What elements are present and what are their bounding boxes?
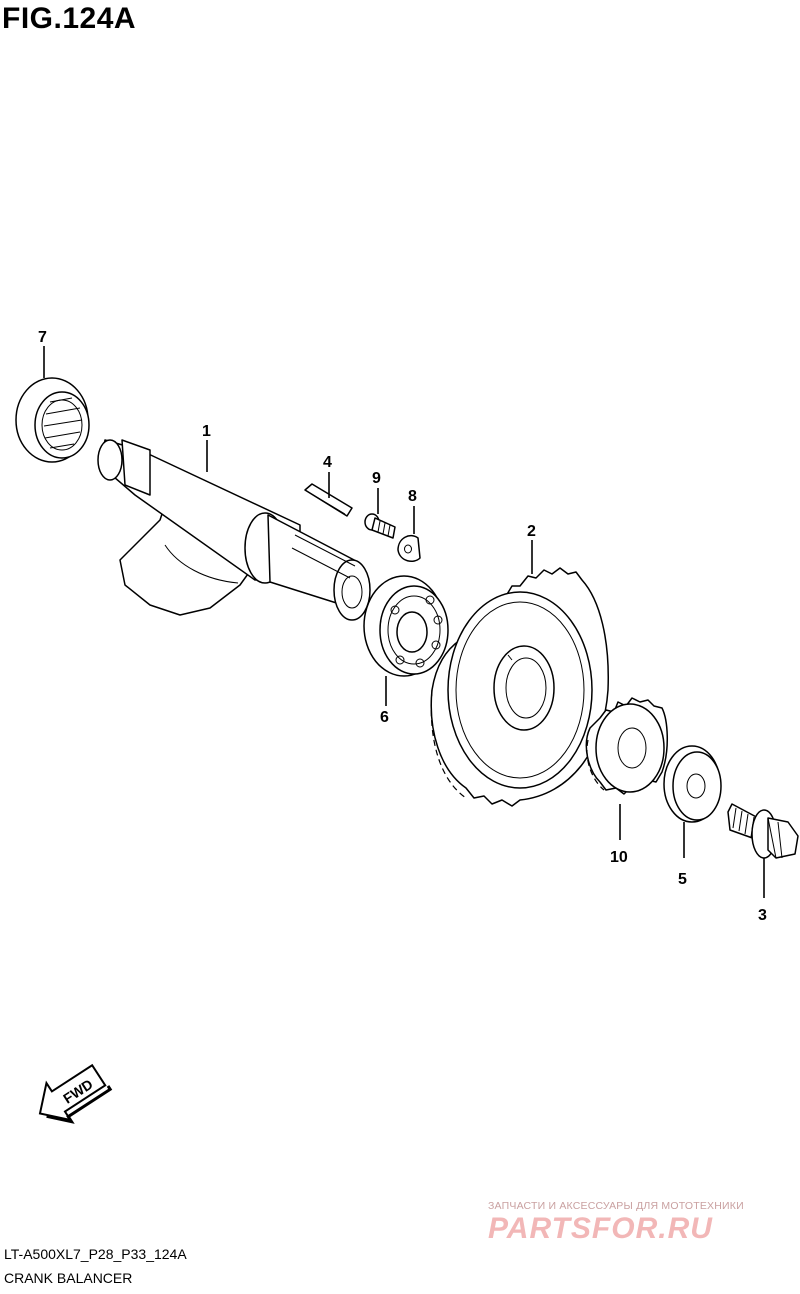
callout-9: 9 [372,470,381,487]
part-1-balancer-shaft [97,439,371,621]
part-5-washer [663,745,722,823]
watermark-brand: PARTSFOR.RU [488,1212,713,1245]
part-8-lock-plate [397,534,421,563]
watermark-tagline: ЗАПЧАСТИ И АКСЕССУАРЫ ДЛЯ МОТОТЕХНИКИ [488,1200,744,1212]
part-10-drive-gear [585,697,669,795]
part-9-screw [364,513,396,539]
part-6-ball-bearing [363,575,449,677]
callout-2: 2 [527,523,536,540]
figure-code: LT-A500XL7_P28_P33_124A [4,1246,187,1262]
figure-title: FIG.124A [2,2,137,35]
callout-10: 10 [610,849,628,866]
section-title: CRANK BALANCER [4,1270,133,1286]
part-7-needle-bearing [15,377,90,463]
callout-1: 1 [202,423,211,440]
callout-7: 7 [38,329,47,346]
callout-5: 5 [678,871,687,888]
part-3-flange-bolt [727,803,799,859]
callout-3: 3 [758,907,767,924]
part-2-balancer-gear [430,567,610,807]
callout-4: 4 [323,454,332,471]
part-4-key [304,483,353,517]
fwd-arrow-icon: FWD [38,1063,113,1124]
callout-8: 8 [408,488,417,505]
callout-6: 6 [380,709,389,726]
